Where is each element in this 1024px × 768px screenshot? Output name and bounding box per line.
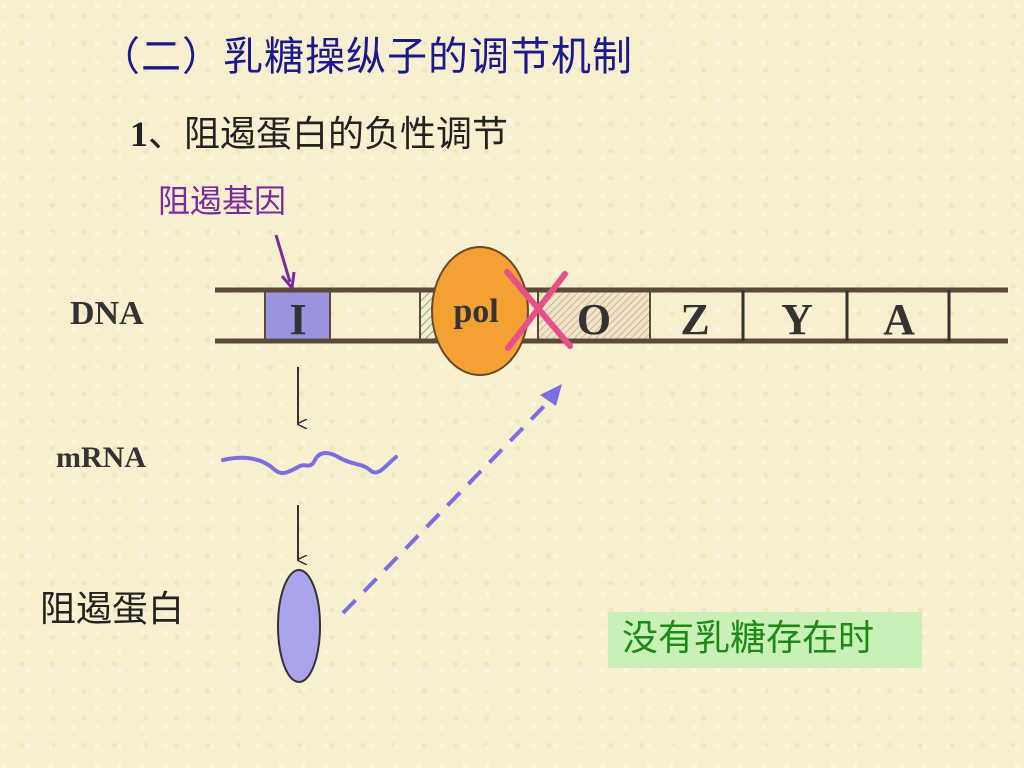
repressor-gene-label: 阻遏基因 [158,182,287,220]
polymerase-label: pol [453,293,498,330]
gene-z-letter: Z [680,295,709,344]
gene-a-letter: A [883,295,915,344]
rna-polymerase [431,246,529,376]
repressor-binding-arrowhead [540,384,562,406]
repressor-gene-pointer-arrowhead [280,271,296,292]
repressor-protein-label: 阻遏蛋白 [40,589,185,630]
repressor-binding-arrow [341,396,554,615]
i-gene-box [264,289,331,341]
mrna-strand [221,451,398,475]
repressor-gene-pointer-arrow [274,234,292,283]
gene-o-letter: O [577,295,611,344]
slide-title: （二）乳糖操纵子的调节机制 [100,34,633,80]
mrna-label: mRNA [56,441,146,474]
condition-text: 没有乳糖存在时 [622,618,875,659]
condition-box [608,612,922,668]
section-number: 1 [130,114,148,154]
block-cross-icon [505,271,568,351]
gene-y-letter: Y [781,295,813,344]
section-heading-text: 、阻遏蛋白的负性调节 [148,114,509,155]
section-heading: 1、阻遏蛋白的负性调节 [130,116,508,153]
repressor-protein [277,569,321,683]
dna-label: DNA [70,295,144,332]
gene-i-letter: I [289,295,306,344]
